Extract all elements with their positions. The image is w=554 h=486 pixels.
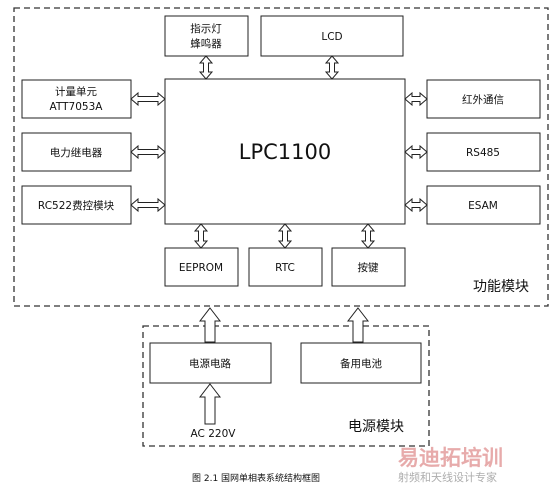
rtc-block: RTC	[248, 247, 323, 287]
relay-label: 电力继电器	[50, 146, 103, 159]
relay-block: 电力继电器	[21, 132, 132, 172]
rc522-block: RC522费控模块	[21, 185, 132, 225]
processor-label: LPC1100	[239, 140, 331, 164]
buzzer-label: 蜂鸣器	[190, 37, 222, 50]
rs485-label: RS485	[466, 147, 500, 159]
backup-battery-label: 备用电池	[340, 357, 382, 370]
power-module-label: 电源模块	[348, 419, 404, 435]
infrared-block: 红外通信	[426, 79, 541, 119]
rs485-block: RS485	[426, 132, 541, 172]
eeprom-arrow	[193, 223, 209, 249]
infrared-label: 红外通信	[462, 93, 504, 106]
keys-label: 按键	[358, 261, 379, 274]
watermark-title: 易迪拓培训	[398, 446, 503, 470]
backup-battery-block: 备用电池	[300, 342, 422, 384]
relay-arrow	[130, 144, 166, 160]
function-module-zone	[13, 7, 549, 307]
connector-arrows	[130, 55, 428, 425]
function-module-label: 功能模块	[473, 279, 529, 295]
power-circuit-block: 电源电路	[149, 342, 272, 384]
figure-caption: 图 2.1 国网单相表系统结构框图	[192, 472, 320, 484]
eeprom-label: EEPROM	[179, 262, 223, 274]
esam-label: ESAM	[468, 200, 498, 212]
eeprom-block: EEPROM	[164, 247, 239, 287]
indicator-label: 指示灯	[190, 22, 222, 35]
rc522-label: RC522费控模块	[38, 199, 115, 212]
metering-arrow	[130, 91, 166, 107]
lcd-label: LCD	[321, 31, 342, 43]
rtc-label: RTC	[275, 262, 295, 274]
indicator-buzzer-block: 指示灯 蜂鸣器	[164, 15, 249, 57]
esam-arrow	[404, 197, 428, 213]
power-module-zone	[142, 325, 430, 447]
power-circuit-up-arrow	[198, 307, 222, 343]
processor-block: LPC1100	[164, 78, 406, 225]
rc522-arrow	[130, 197, 166, 213]
rtc-arrow	[277, 223, 293, 249]
esam-block: ESAM	[426, 185, 541, 225]
metering-chip-label: ATT7053A	[50, 101, 104, 113]
ac-input-up-arrow	[198, 383, 222, 425]
keys-block: 按键	[331, 247, 406, 287]
metering-unit-block: 计量单元 ATT7053A	[21, 79, 132, 119]
indicator-arrow	[198, 55, 214, 80]
metering-label: 计量单元	[55, 85, 97, 98]
rs485-arrow	[404, 144, 428, 160]
power-circuit-label: 电源电路	[189, 357, 231, 370]
backup-battery-up-arrow	[346, 307, 370, 343]
lcd-block: LCD	[260, 15, 404, 57]
watermark-subtitle: 射频和天线设计专家	[398, 470, 497, 484]
ac-input-label: AC 220V	[191, 428, 237, 440]
infrared-arrow	[404, 91, 428, 107]
keys-arrow	[360, 223, 376, 249]
lcd-arrow	[324, 55, 340, 80]
